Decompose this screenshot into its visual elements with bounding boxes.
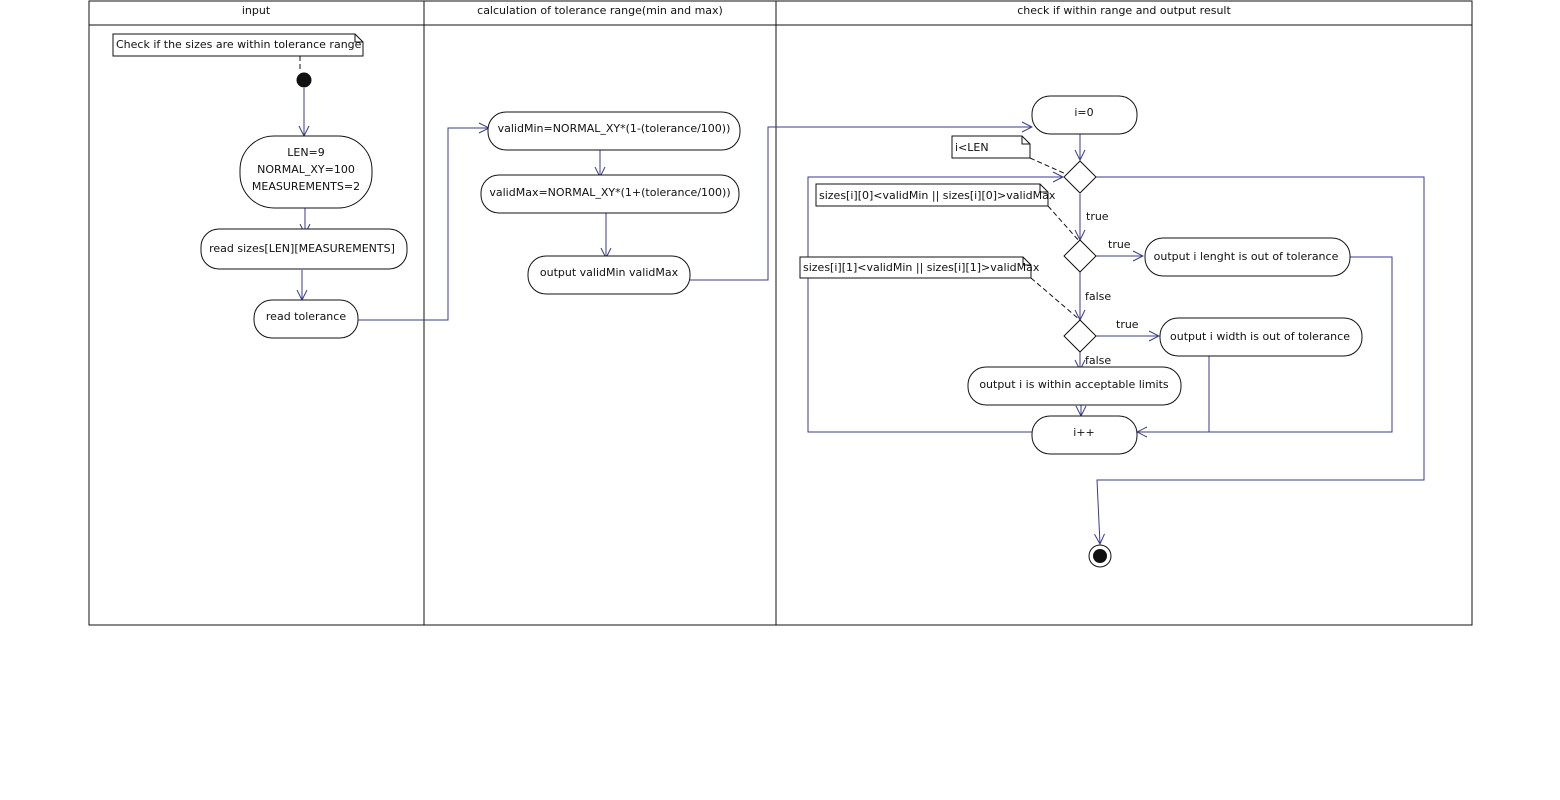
output-valid-text: output validMin validMax [540,266,679,279]
flow-inc-loop-back [807,177,1063,433]
action-i-zero: i=0 [1031,95,1138,135]
anchor-loop-condition [1029,157,1067,175]
valid-max-text: validMax=NORMAL_XY*(1+(tolerance/100)) [489,186,730,199]
action-valid-max: validMax=NORMAL_XY*(1+(tolerance/100)) [480,174,740,214]
action-read-sizes: read sizes[LEN][MEASUREMENTS] [200,228,408,270]
out-length-text: output i lenght is out of tolerance [1154,250,1339,263]
guard-true-1: true [1086,210,1109,223]
flow-tolerance-to-validmin [358,128,489,321]
valid-min-text: validMin=NORMAL_XY*(1-(tolerance/100)) [498,122,731,135]
note-length-condition-text: sizes[i][0]<validMin || sizes[i][0]>vali… [819,189,1056,202]
flow-edges [302,88,1425,544]
init-normal-text: NORMAL_XY=100 [257,163,355,176]
flow-output-to-i-zero [690,127,1032,281]
final-node [1088,544,1112,568]
init-len-text: LEN=9 [287,146,325,159]
anchor-width-condition [1030,277,1081,321]
note-loop-condition-text: i<LEN [955,141,989,154]
action-read-tolerance: read tolerance [253,299,359,339]
guard-true-3: true [1116,318,1139,331]
note-width-condition: sizes[i][1]<validMin || sizes[i][1]>vali… [799,256,1040,279]
note-loop-condition: i<LEN [951,135,1031,159]
swimlane-frame [88,0,1473,626]
read-sizes-text: read sizes[LEN][MEASUREMENTS] [209,242,395,255]
guard-false-2: false [1085,354,1111,367]
initial-node [296,72,312,88]
swimlanes [88,0,1473,626]
guard-true-2: true [1108,238,1131,251]
guard-false-1: false [1085,290,1111,303]
out-width-text: output i width is out of tolerance [1170,330,1350,343]
action-out-width: output i width is out of tolerance [1159,317,1363,357]
action-valid-min: validMin=NORMAL_XY*(1-(tolerance/100)) [487,111,741,151]
note-width-condition-text: sizes[i][1]<validMin || sizes[i][1]>vali… [803,261,1040,274]
decision-width [1063,319,1097,353]
action-out-length: output i lenght is out of tolerance [1144,237,1351,277]
action-init-constants: LEN=9 NORMAL_XY=100 MEASUREMENTS=2 [239,135,373,209]
lane-title-check: check if within range and output result [1017,4,1231,17]
note-title: Check if the sizes are within tolerance … [112,33,364,57]
note-title-text: Check if the sizes are within tolerance … [116,38,362,51]
action-i-inc: i++ [1031,415,1138,455]
lane-title-calculation: calculation of tolerance range(min and m… [477,4,723,17]
flow-loop-exit [1096,176,1425,544]
action-output-valid: output validMin validMax [527,255,691,295]
out-within-text: output i is within acceptable limits [979,378,1169,391]
note-anchors [299,56,1081,321]
flow-length-out-to-inc [1137,256,1393,432]
read-tolerance-text: read tolerance [266,310,346,323]
lane-title-input: input [242,4,271,17]
anchor-length-condition [1047,205,1081,243]
decision-length [1063,239,1097,273]
i-inc-text: i++ [1073,426,1095,439]
decision-loop [1063,160,1097,194]
action-out-within: output i is within acceptable limits [967,366,1182,406]
i-zero-text: i=0 [1074,106,1093,119]
init-measurements-text: MEASUREMENTS=2 [252,180,360,193]
note-length-condition: sizes[i][0]<validMin || sizes[i][0]>vali… [815,183,1056,207]
